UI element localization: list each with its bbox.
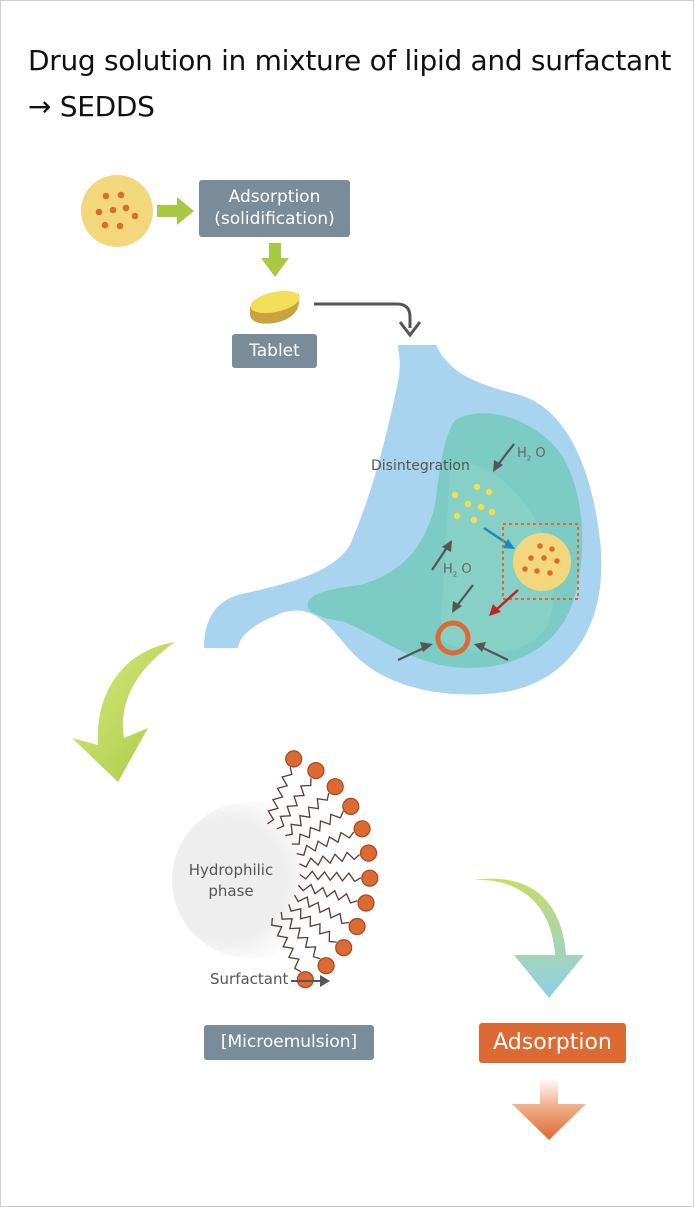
water-label-2: H2 O bbox=[443, 562, 472, 579]
surfactant-head bbox=[285, 750, 303, 768]
hydrophilic-phase-label: Hydrophilic phase bbox=[170, 860, 292, 902]
curved-arrow-icon-blue bbox=[474, 878, 584, 998]
surfactant-head bbox=[361, 869, 379, 887]
micelle-icon bbox=[172, 750, 379, 989]
microemulsion-label: [Microemulsion] bbox=[204, 1025, 374, 1060]
down-arrow-icon bbox=[261, 243, 289, 277]
surfactant-head bbox=[307, 761, 325, 780]
stomach-icon bbox=[204, 345, 602, 695]
surfactant-head bbox=[335, 939, 353, 957]
arrow-icon-water-2 bbox=[452, 584, 474, 613]
surfactant-head bbox=[357, 894, 375, 912]
adsorption-solidification-label: Adsorption (solidification) bbox=[199, 180, 350, 237]
arrow-icon-right-in bbox=[474, 642, 509, 661]
tablet-label: Tablet bbox=[232, 334, 317, 368]
right-arrow-icon bbox=[157, 197, 194, 225]
water-sub: 2 bbox=[526, 454, 532, 463]
surfactant-head bbox=[296, 971, 314, 989]
adsorption-line-1: Adsorption bbox=[228, 187, 321, 207]
hydrophilic-line-2: phase bbox=[208, 882, 254, 900]
disintegrated-particles-icon bbox=[451, 483, 496, 524]
title-line-1: Drug solution in mixture of lipid and su… bbox=[28, 44, 672, 77]
water-o: O bbox=[531, 446, 546, 461]
surfactant-head bbox=[326, 778, 344, 796]
red-arrow-icon bbox=[489, 589, 519, 616]
adsorption-line-2: (solidification) bbox=[214, 209, 335, 229]
water-label-1: H2 O bbox=[517, 446, 546, 463]
surfactant-arrow-icon bbox=[291, 975, 330, 987]
surfactant-label: Surfactant bbox=[210, 970, 289, 988]
surfactant-head bbox=[342, 797, 360, 816]
hydrophilic-line-1: Hydrophilic bbox=[188, 861, 274, 879]
water-sub: 2 bbox=[452, 570, 458, 579]
figure-title: Drug solution in mixture of lipid and su… bbox=[28, 38, 678, 130]
surfactant-head bbox=[317, 957, 335, 975]
adsorption-result-label: Adsorption bbox=[479, 1023, 626, 1063]
surfactant-tail bbox=[288, 904, 337, 943]
down-arrow-icon-orange bbox=[512, 1078, 586, 1140]
arrow-icon-water-1 bbox=[493, 443, 515, 472]
water-h: H bbox=[517, 446, 527, 461]
drug-droplet-icon bbox=[81, 175, 153, 247]
surfactant-tail bbox=[297, 883, 358, 904]
surfactant-head bbox=[359, 844, 378, 862]
curved-arrow-icon-green bbox=[72, 642, 175, 782]
title-line-2: → SEDDS bbox=[28, 90, 155, 123]
surfactant-tail bbox=[291, 810, 344, 845]
surfactant-tail bbox=[276, 778, 312, 830]
disintegration-label: Disintegration bbox=[371, 458, 470, 474]
surfactant-tail bbox=[296, 831, 355, 856]
surfactant-tail bbox=[285, 792, 330, 837]
highlighted-droplet-icon bbox=[502, 523, 579, 600]
surfactant-tail bbox=[293, 894, 350, 925]
arrow-icon-up bbox=[431, 540, 452, 571]
ring-droplet-icon bbox=[435, 620, 471, 656]
water-h: H bbox=[443, 562, 453, 577]
surfactant-tail bbox=[267, 767, 293, 825]
surfactant-tail bbox=[299, 870, 362, 883]
surfactant-tail bbox=[270, 917, 302, 973]
tablet-icon bbox=[250, 290, 300, 324]
surfactant-tail bbox=[299, 851, 361, 868]
elbow-arrow-icon bbox=[314, 302, 422, 338]
surfactant-head bbox=[353, 820, 371, 838]
surfactant-head bbox=[348, 917, 366, 936]
water-o: O bbox=[457, 562, 472, 577]
arrow-icon-left-in bbox=[397, 642, 433, 661]
surfactant-tail bbox=[280, 911, 321, 960]
